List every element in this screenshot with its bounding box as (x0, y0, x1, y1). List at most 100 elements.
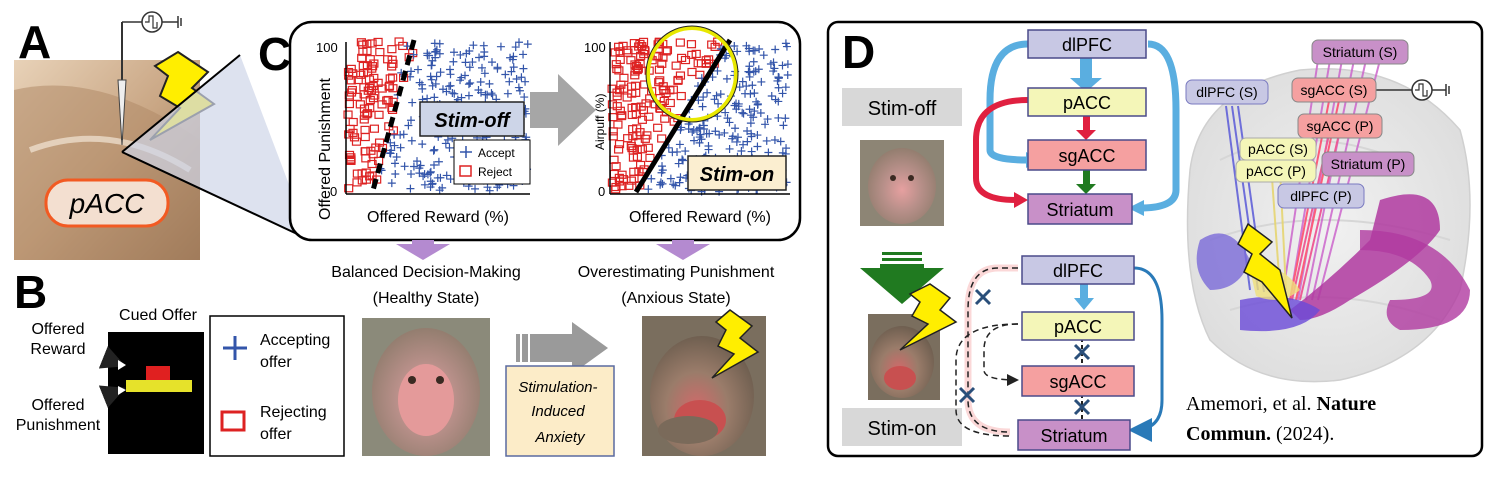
reject-marker (610, 48, 620, 57)
accept-marker (739, 109, 748, 118)
accept-marker (438, 183, 447, 192)
accept-marker (771, 45, 780, 54)
reject-marker (615, 106, 625, 115)
accept-marker (465, 63, 474, 72)
pacc-region-label (44, 178, 170, 228)
reject-marker (346, 156, 356, 165)
accept-marker (781, 83, 790, 92)
big-right-arrow-icon (530, 74, 596, 146)
reject-marker (612, 64, 622, 74)
accept-marker (476, 78, 485, 87)
accept-marker (480, 52, 489, 61)
accept-cross-icon (223, 336, 247, 360)
accept-marker (430, 93, 439, 102)
svg-text:sgACC (P): sgACC (P) (1307, 118, 1374, 134)
svg-text:100: 100 (316, 40, 338, 55)
accept-marker (436, 68, 445, 77)
label-striatum-p (1321, 151, 1415, 177)
accept-marker (756, 108, 765, 117)
accept-marker (407, 67, 416, 76)
reject-marker (653, 123, 663, 132)
label-dlpfc-s (1185, 79, 1269, 105)
accept-marker (737, 147, 746, 156)
accept-marker (431, 53, 440, 62)
accept-marker (511, 43, 520, 52)
accept-marker (464, 91, 473, 100)
accept-marker (744, 67, 753, 76)
svg-text:sgACC: sgACC (1049, 372, 1106, 392)
boundary-stim-on (633, 38, 733, 194)
zoom-wedge (122, 55, 310, 240)
circuit-stim-on (955, 264, 1164, 442)
reject-marker (344, 184, 354, 193)
label-dlpfc-p (1277, 183, 1365, 209)
accept-marker (715, 130, 724, 139)
reject-marker (363, 109, 373, 118)
accept-marker (675, 140, 684, 149)
accept-marker (656, 180, 665, 189)
reject-marker (607, 178, 618, 187)
accept-marker (733, 133, 742, 142)
accept-marker (749, 113, 758, 122)
reject-marker (383, 95, 393, 105)
accept-marker (722, 51, 731, 60)
accept-marker (678, 155, 687, 164)
reject-marker (643, 143, 653, 152)
reject-marker (675, 38, 685, 47)
accept-marker (770, 64, 779, 73)
stim-off-label-box (842, 88, 962, 126)
reject-marker (635, 59, 645, 69)
accept-marker (457, 93, 466, 102)
accept-marker (479, 41, 488, 50)
svg-text:Accept: Accept (478, 146, 515, 160)
accept-marker (678, 156, 687, 165)
reject-marker (616, 80, 626, 89)
reject-marker (388, 126, 399, 135)
reject-marker (352, 169, 362, 178)
svg-text:sgACC (S): sgACC (S) (1301, 82, 1368, 98)
accept-marker (742, 82, 751, 91)
accept-marker (776, 137, 785, 146)
reject-marker (627, 143, 637, 153)
accept-marker (475, 53, 484, 62)
accept-marker (396, 143, 405, 152)
reject-marker (387, 45, 397, 54)
accept-marker (391, 170, 400, 179)
accept-marker (448, 89, 457, 98)
accept-marker (464, 80, 473, 89)
reject-marker (352, 178, 362, 187)
accept-marker (400, 162, 409, 171)
accept-marker (774, 113, 783, 122)
accept-marker (690, 136, 699, 145)
node-striatum-bottom (1017, 419, 1131, 451)
accept-marker (779, 121, 788, 130)
svg-text:pACC (P): pACC (P) (1246, 163, 1306, 179)
reject-marker (654, 65, 665, 74)
reject-marker (388, 59, 398, 68)
svg-text:Striatum: Striatum (1046, 200, 1113, 220)
reject-marker (632, 131, 642, 140)
panel-a: A pACC (0, 0, 311, 479)
reject-marker (659, 96, 669, 106)
accept-marker (487, 58, 496, 67)
down-arrow-icon (396, 240, 450, 260)
accept-marker (493, 183, 502, 192)
accept-marker (441, 139, 450, 148)
stimulation-induced-box (505, 365, 615, 457)
reject-marker (367, 159, 377, 169)
accept-marker (716, 90, 725, 99)
accept-marker (721, 108, 730, 117)
node-pacc-top (1027, 87, 1147, 117)
accept-marker (386, 138, 395, 147)
reject-marker (629, 174, 639, 184)
reject-marker (367, 64, 377, 73)
reject-marker (351, 137, 362, 146)
accept-marker (471, 184, 480, 193)
reject-marker (612, 92, 622, 101)
reject-marker (613, 145, 624, 154)
accept-marker (734, 102, 743, 111)
accept-marker (704, 145, 713, 154)
big-down-arrow-icon (860, 252, 944, 304)
accept-marker (666, 174, 675, 183)
reject-marker (632, 65, 642, 75)
